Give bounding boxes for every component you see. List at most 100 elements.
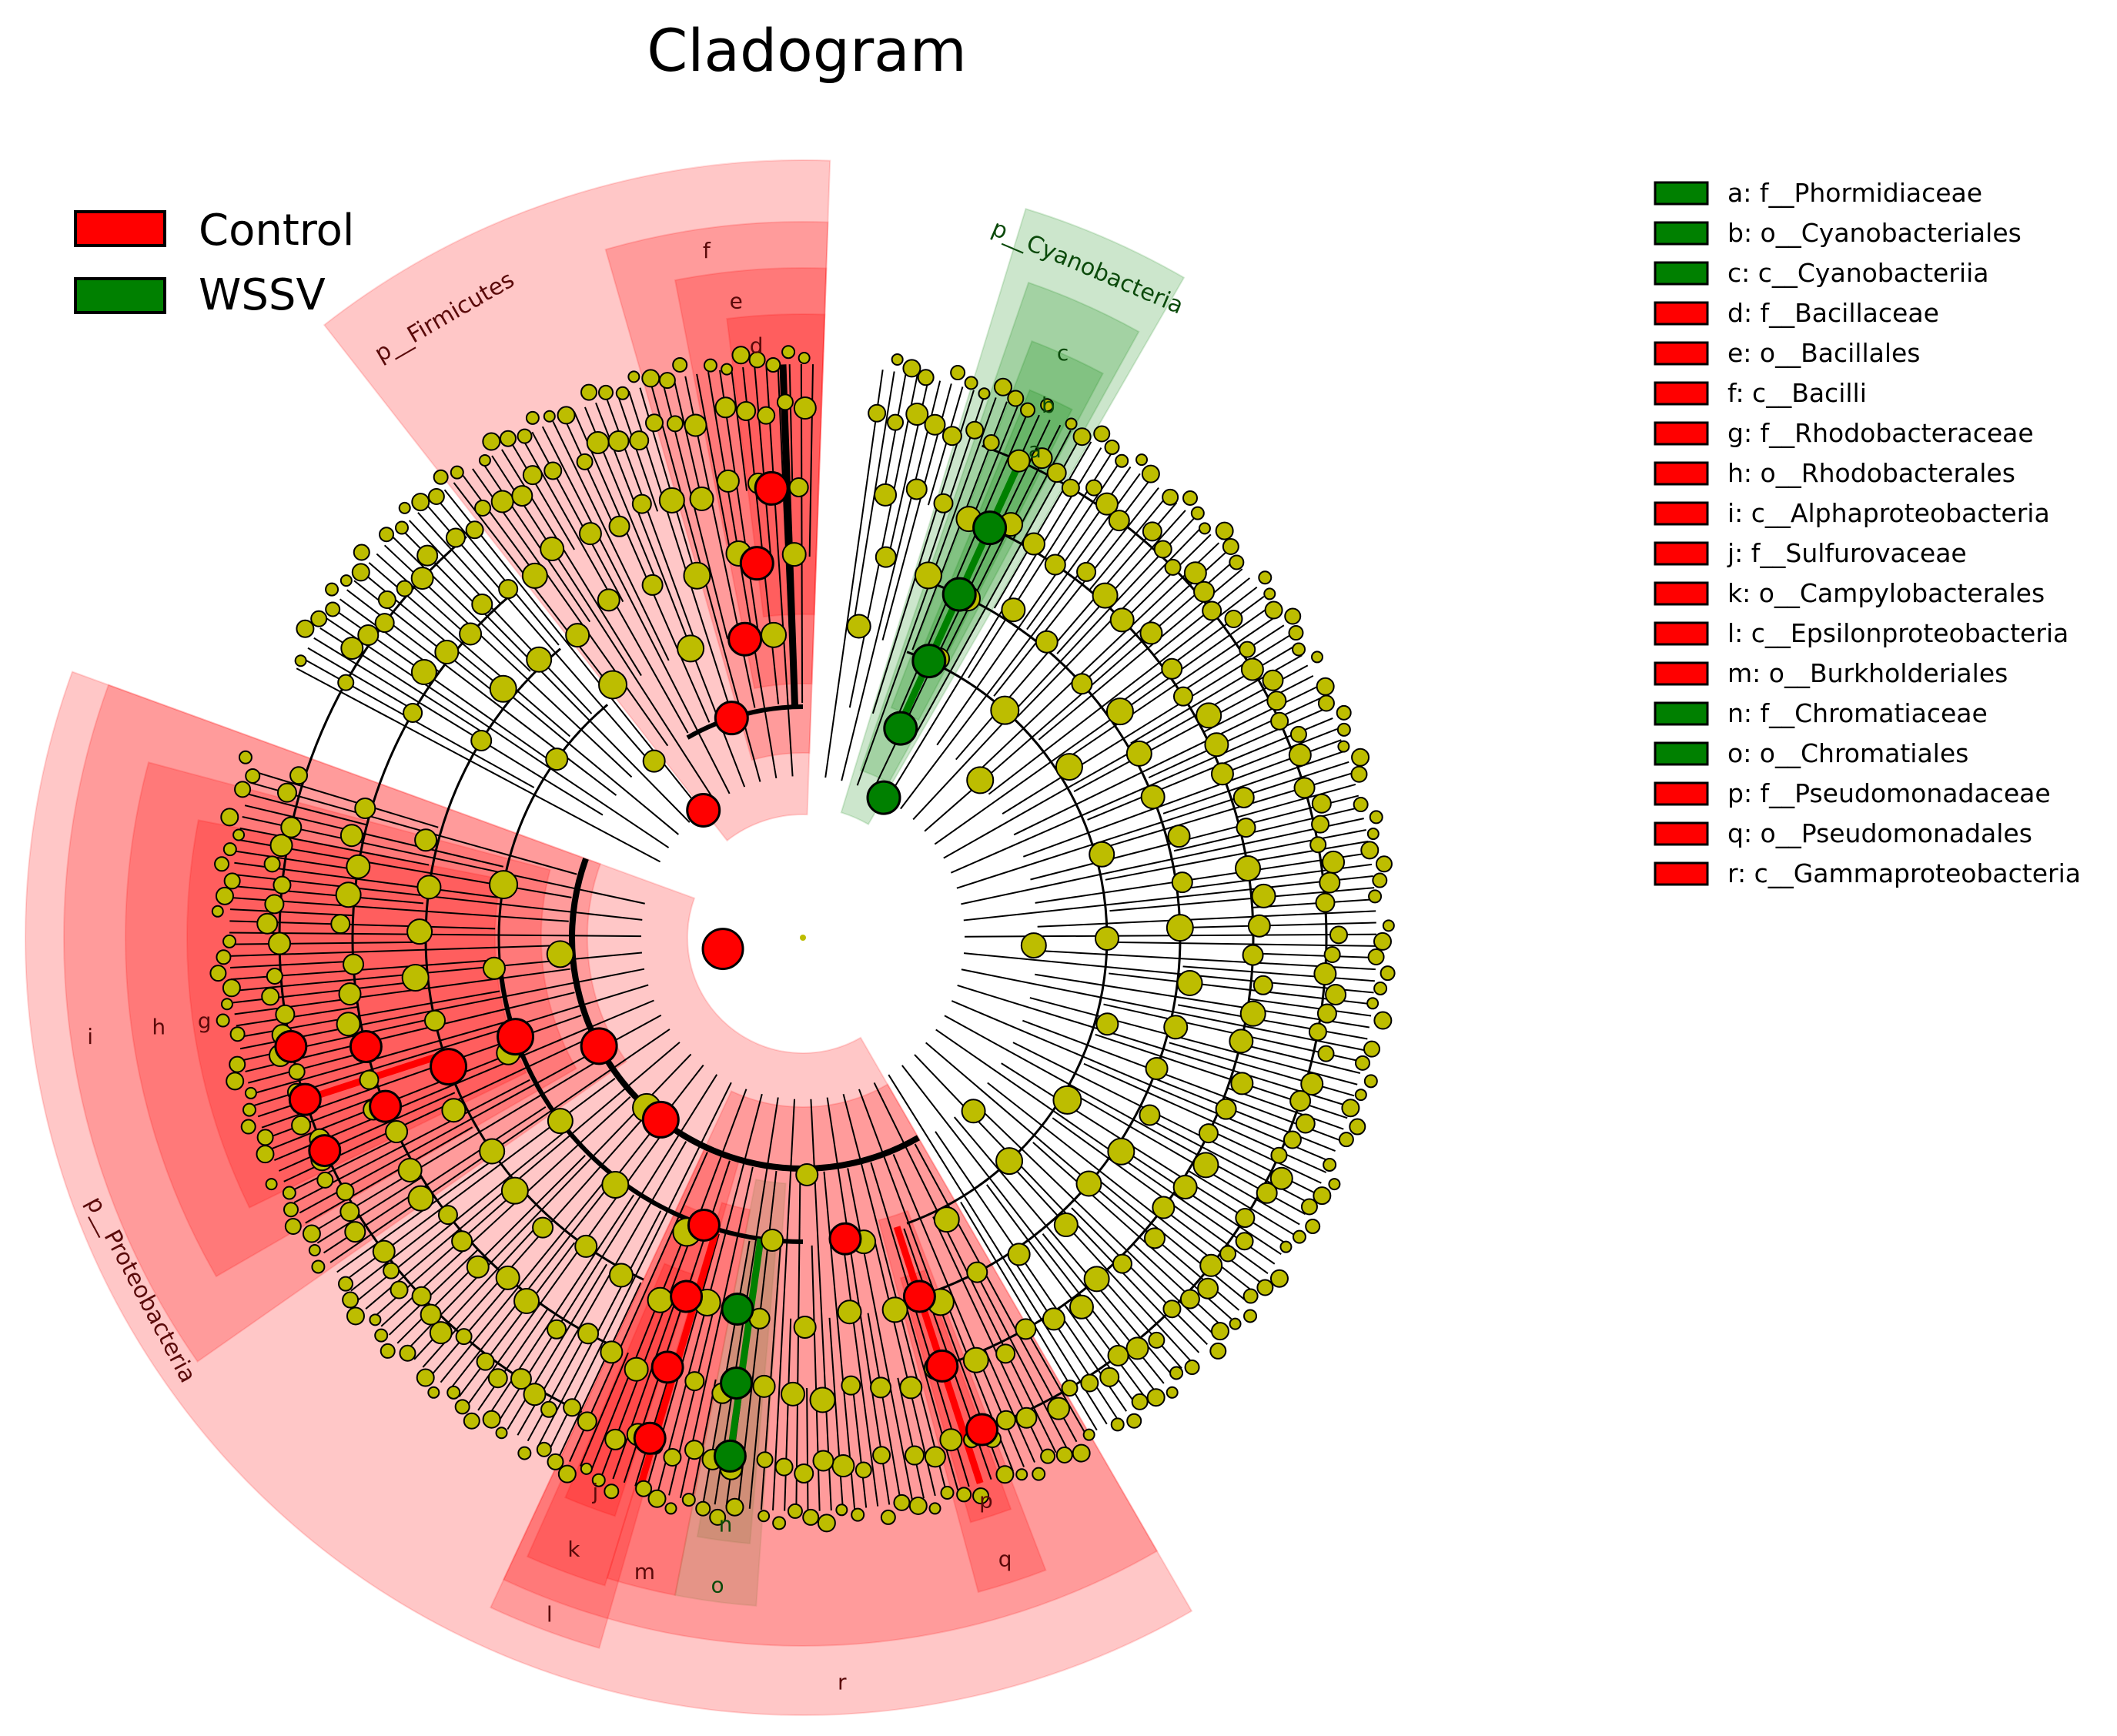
- branch-spoke: [467, 1128, 667, 1404]
- node-l-epsilonproteobacteria: [687, 1208, 721, 1242]
- tree-node: [781, 542, 807, 567]
- tree-node: [950, 365, 966, 381]
- tree-node: [517, 1446, 532, 1460]
- tree-node: [471, 593, 493, 615]
- branch-spoke: [491, 455, 716, 803]
- branch-spoke: [250, 1021, 507, 1095]
- tree-node: [995, 1343, 1016, 1364]
- legend-swatch-control: [74, 210, 166, 247]
- tree-node: [1082, 1428, 1095, 1441]
- tree-node: [1104, 439, 1120, 455]
- node-g-rhodobacteraceae: [430, 1048, 468, 1086]
- tree-node: [1153, 540, 1172, 559]
- branch-spoke: [1022, 1019, 1340, 1141]
- branch-spoke: [462, 475, 537, 576]
- node-h-rhodobacterales: [497, 1018, 535, 1056]
- node-rhodo-genus-1: [369, 1089, 403, 1123]
- tree-node: [781, 345, 796, 360]
- tree-node: [280, 816, 303, 838]
- tree-node: [223, 872, 241, 890]
- branch-spoke: [1071, 1207, 1208, 1346]
- tree-node: [500, 1176, 529, 1205]
- branch-spoke: [897, 1377, 925, 1499]
- tree-node: [1193, 580, 1216, 603]
- branch-spoke: [1130, 644, 1297, 744]
- tree-node: [962, 1346, 989, 1373]
- clade-letter-g: g: [198, 1008, 212, 1033]
- branch-spoke: [558, 1282, 642, 1457]
- tree-node: [526, 646, 553, 673]
- branch-spoke: [296, 667, 661, 863]
- tree-node: [1373, 1011, 1393, 1030]
- branch-spoke: [360, 570, 679, 835]
- tree-node: [601, 1170, 630, 1199]
- tree-node: [451, 1230, 473, 1253]
- tree-node: [1262, 669, 1284, 691]
- branch-spoke: [392, 536, 531, 672]
- tree-node: [1229, 1029, 1254, 1054]
- branch-spoke: [229, 932, 642, 938]
- branch-spoke: [914, 1054, 1200, 1353]
- tree-node: [1071, 673, 1093, 695]
- tree-node: [1289, 725, 1307, 743]
- tree-node: [284, 1218, 302, 1236]
- tree-node: [761, 1228, 784, 1252]
- key-swatch-g: [1654, 421, 1709, 446]
- tree-node: [543, 461, 563, 480]
- branch-spoke: [552, 421, 670, 661]
- tree-node: [607, 430, 630, 453]
- tree-node: [1172, 1175, 1198, 1200]
- branch-spoke: [239, 968, 645, 1050]
- branch-spoke: [435, 497, 560, 646]
- branch-spoke: [1010, 1256, 1118, 1419]
- tree-node: [459, 622, 483, 646]
- node-rhodo-genus-4: [349, 1030, 383, 1064]
- tree-node: [522, 465, 543, 486]
- tree-node: [924, 1446, 946, 1468]
- tree-node: [577, 1323, 600, 1345]
- branch-spoke: [511, 443, 575, 550]
- tree-node: [905, 478, 928, 500]
- tree-node: [242, 1102, 256, 1117]
- tree-node: [359, 1069, 380, 1090]
- branch-arc: [931, 582, 1182, 1293]
- branch-spoke: [882, 373, 907, 495]
- branch-spoke: [1052, 460, 1122, 564]
- branch-spoke: [265, 1094, 382, 1139]
- branch-spoke: [993, 441, 1092, 609]
- branch-spoke: [507, 1263, 607, 1430]
- branch-spoke: [915, 435, 1082, 733]
- branch-spoke: [823, 1171, 856, 1510]
- branch-spoke: [1010, 1164, 1192, 1361]
- tree-node: [264, 894, 285, 915]
- tree-node: [1209, 1342, 1227, 1360]
- branch-spoke: [579, 1352, 629, 1467]
- branch-spoke: [236, 1005, 359, 1027]
- tree-node: [1325, 983, 1347, 1005]
- node-chromatiaceae-genus: [713, 1439, 747, 1473]
- branch-spoke: [1203, 674, 1314, 733]
- node-cyanobacteria: [866, 780, 901, 815]
- tree-node: [1140, 784, 1166, 810]
- tree-node: [489, 674, 517, 703]
- tree-node: [1055, 753, 1083, 781]
- tree-node: [390, 1280, 409, 1299]
- tree-node: [1360, 841, 1380, 860]
- tree-node: [664, 1502, 677, 1515]
- tree-node: [1264, 600, 1283, 620]
- tree-node: [684, 1371, 705, 1392]
- tree-node: [1288, 625, 1304, 641]
- tree-node: [1171, 871, 1193, 894]
- branch-spoke: [617, 394, 659, 512]
- branch-spoke: [1188, 1169, 1294, 1236]
- tree-node: [1269, 1269, 1289, 1288]
- tree-node: [429, 1321, 453, 1345]
- branch-spoke: [873, 1082, 1057, 1453]
- key-entry-q: q: o__Pseudomonadales: [1727, 818, 2032, 848]
- tree-node: [1311, 814, 1330, 834]
- tree-node: [736, 400, 757, 421]
- tree-node: [1161, 657, 1183, 680]
- tree-node: [229, 1055, 246, 1073]
- tree-node: [758, 1510, 771, 1523]
- tree-node: [1095, 492, 1119, 516]
